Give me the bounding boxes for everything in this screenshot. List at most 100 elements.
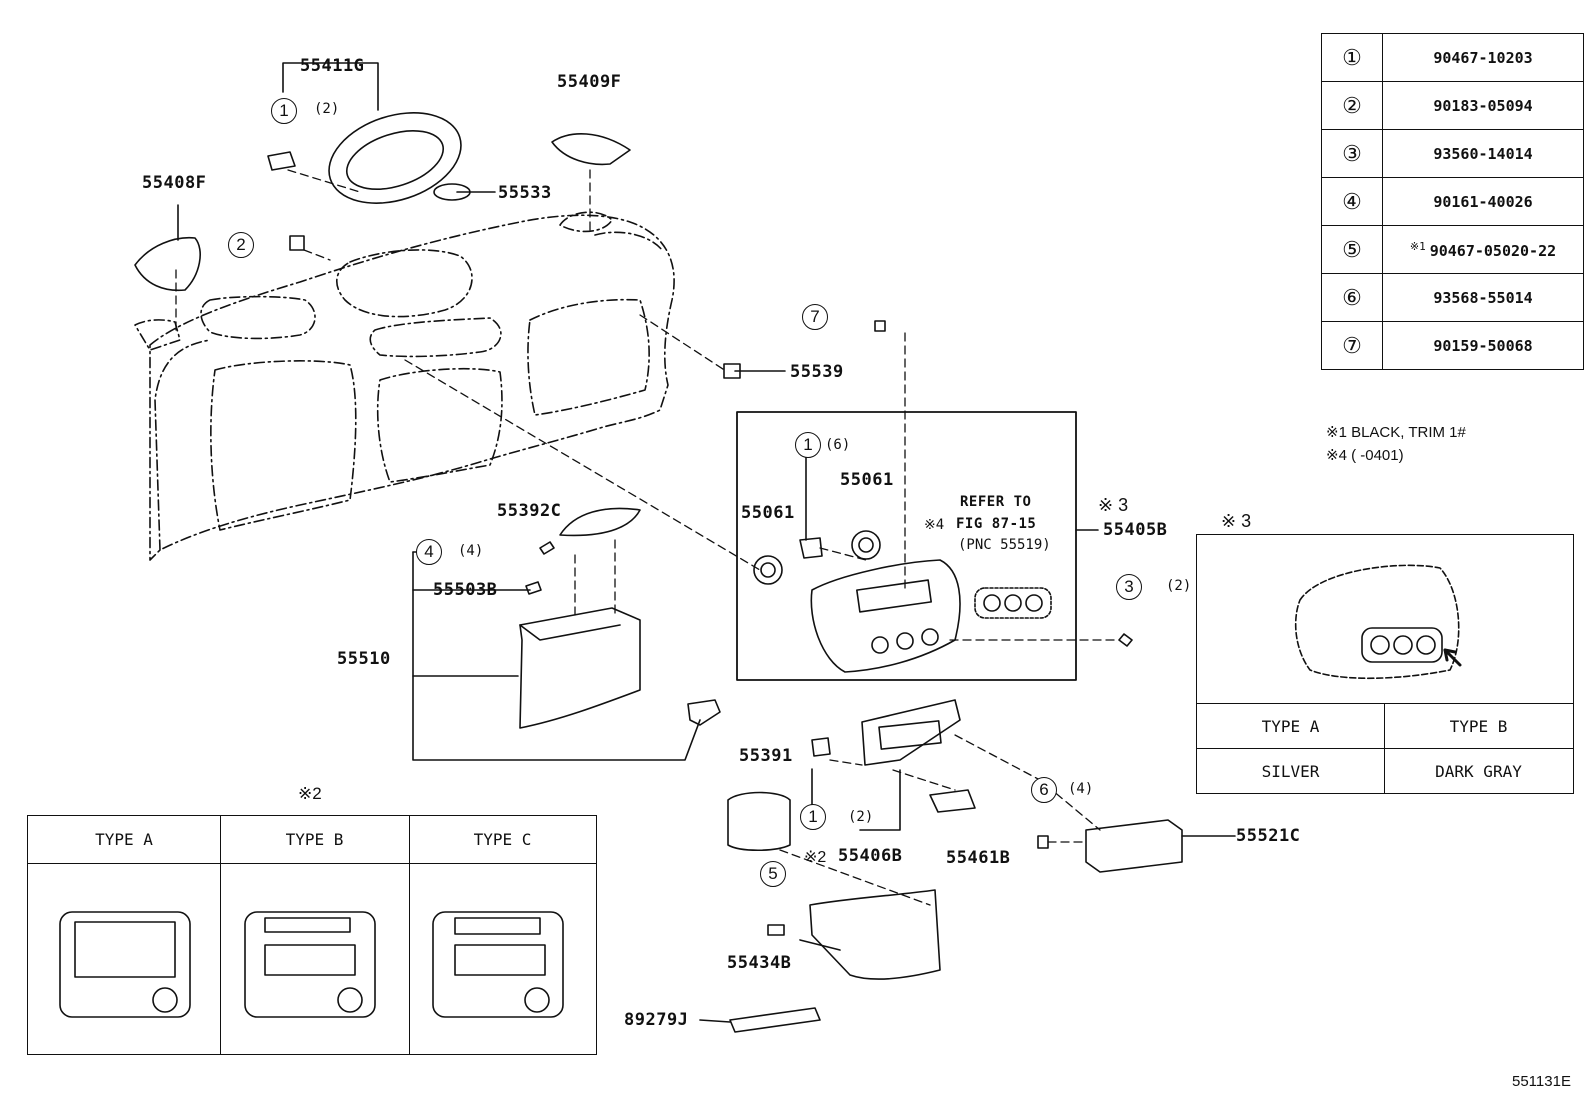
part-55392C-shape	[559, 507, 641, 537]
label-55539: 55539	[790, 362, 844, 382]
part-55461B-shape	[929, 789, 976, 813]
callout-1-low-qty: (2)	[848, 809, 874, 825]
ref-table-row: ⑥ 93568-55014	[1321, 273, 1584, 322]
ref-callout-number: ⑤	[1321, 225, 1383, 274]
callout-1-top: 1	[271, 98, 297, 124]
label-89279J: 89279J	[624, 1010, 689, 1030]
part-55391-shape	[727, 791, 791, 851]
part-55434B-shape	[809, 889, 941, 980]
callout-3-qty: (2)	[1166, 578, 1192, 594]
callout-5: 5	[760, 861, 786, 887]
callout-3: 3	[1116, 574, 1142, 600]
part-55510-shape	[519, 607, 641, 729]
ref-part-number-cell: 90161-40026	[1382, 177, 1584, 226]
refer-mark: ※4	[924, 517, 945, 533]
leader-lines	[177, 62, 1236, 1023]
ref-callout-number: ③	[1321, 129, 1383, 178]
ref-callout-number: ⑦	[1321, 321, 1383, 370]
mark-3-type: ※ 3	[1221, 511, 1252, 531]
ref-table-row: ② 90183-05094	[1321, 81, 1584, 130]
callout-4-qty: (4)	[458, 543, 484, 559]
callout-2: 2	[228, 232, 254, 258]
ref-callout-number: ④	[1321, 177, 1383, 226]
legend-4: ※4 ( -0401)	[1326, 447, 1404, 464]
callout-1-mid-qty: (6)	[825, 437, 851, 453]
label-55533: 55533	[498, 183, 552, 203]
ref-part-number-cell: 90159-50068	[1382, 321, 1584, 370]
callout-4: 4	[416, 539, 442, 565]
label-55411G: 55411G	[300, 56, 365, 76]
part-55406B-shape	[861, 699, 961, 766]
ref-part-number-cell: 93560-14014	[1382, 129, 1584, 178]
label-55061-right: 55061	[840, 470, 894, 490]
type-right-value-b: DARK GRAY	[1435, 762, 1522, 781]
legend-1: ※1 BLACK, TRIM 1#	[1326, 424, 1466, 441]
part-55411G-shape	[328, 112, 462, 204]
callout-1-mid: 1	[795, 432, 821, 458]
label-55408F: 55408F	[142, 173, 207, 193]
ref-part-number: 90467-10203	[1433, 48, 1533, 67]
heater-control-shape	[974, 587, 1052, 619]
refer-line-1: REFER TO	[960, 494, 1032, 510]
label-55406B: 55406B	[838, 846, 903, 866]
label-55461B: 55461B	[946, 848, 1011, 868]
ref-callout-number: ②	[1321, 81, 1383, 130]
mark-2-top: ※2	[298, 784, 322, 803]
label-55391: 55391	[739, 746, 793, 766]
refer-line-3: (PNC 55519)	[958, 537, 1051, 553]
fastener-reference-table: ① 90467-10203 ② 90183-05094 ③ 93560-14014 ④ 901…	[1321, 33, 1584, 370]
type-right-header-b: TYPE B	[1449, 717, 1508, 736]
ref-part-number: 90183-05094	[1433, 96, 1533, 115]
type-bottom-header-a: TYPE A	[95, 830, 153, 849]
panel-callout-box	[736, 411, 1077, 681]
part-55409F-shape	[551, 133, 631, 166]
instrument-panel-outline	[134, 211, 675, 561]
mark-3-panel: ※ 3	[1098, 495, 1129, 515]
ref-table-row: ③ 93560-14014	[1321, 129, 1584, 178]
type-right-value-a: SILVER	[1261, 762, 1320, 781]
callout-6: 6	[1031, 777, 1057, 803]
label-55409F: 55409F	[557, 72, 622, 92]
label-55434B: 55434B	[727, 953, 792, 973]
mark-2-low: ※2	[804, 849, 827, 866]
type-bottom-illustrations	[59, 911, 564, 1018]
part-55405B-shape	[810, 559, 961, 673]
type-bottom-header-c: TYPE C	[473, 830, 532, 849]
refer-line-2: FIG 87-15	[956, 516, 1037, 532]
ref-callout-number: ①	[1321, 33, 1383, 82]
ref-part-number: 93568-55014	[1433, 288, 1533, 307]
part-89279J-shape	[729, 1007, 821, 1033]
ref-part-number: 90161-40026	[1433, 192, 1533, 211]
type-table-right: TYPE A TYPE B SILVER DARK GRAY	[1196, 534, 1574, 794]
ref-table-row: ① 90467-10203	[1321, 33, 1584, 82]
type-table-bottom: TYPE A TYPE B TYPE C	[27, 815, 597, 1055]
type-bottom-header-b: TYPE B	[285, 830, 344, 849]
type-right-illustration	[1294, 564, 1462, 680]
ref-part-number-cell: 90183-05094	[1382, 81, 1584, 130]
part-55061-knob-left	[753, 555, 783, 585]
ref-part-number: 90467-05020-22	[1429, 241, 1557, 260]
ref-prefix-mark: ※1	[1409, 239, 1426, 253]
ref-part-number-cell: 90467-10203	[1382, 33, 1584, 82]
ref-part-number-cell: 93568-55014	[1382, 273, 1584, 322]
part-55408F-shape	[134, 236, 201, 292]
callout-1-top-qty: (2)	[314, 101, 340, 117]
callout-6-qty: (4)	[1068, 781, 1094, 797]
callout-1-low: 1	[800, 804, 826, 830]
ref-callout-number: ⑥	[1321, 273, 1383, 322]
label-55061-left: 55061	[741, 503, 795, 523]
type-right-header-a: TYPE A	[1261, 717, 1320, 736]
label-55392C: 55392C	[497, 501, 562, 521]
callout-7: 7	[802, 304, 828, 330]
part-55061-knob-right	[851, 530, 881, 560]
part-55521C-shape	[1085, 819, 1183, 873]
label-55521C: 55521C	[1236, 826, 1301, 846]
ref-table-row: ④ 90161-40026	[1321, 177, 1584, 226]
ref-part-number: 93560-14014	[1433, 144, 1533, 163]
label-55510: 55510	[337, 649, 391, 669]
label-55503B: 55503B	[433, 580, 498, 600]
